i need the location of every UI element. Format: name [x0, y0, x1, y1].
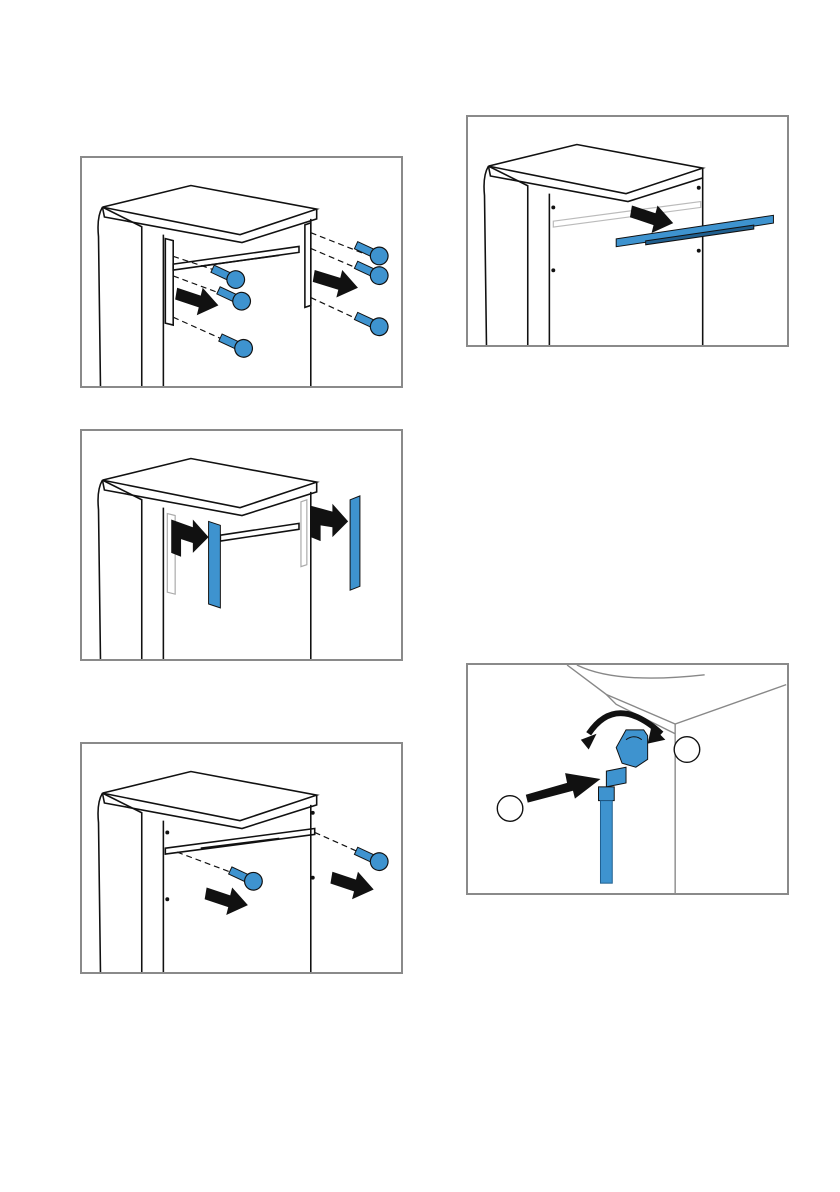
push-arrow-icon	[526, 773, 601, 802]
illustration-fasten-screws	[82, 744, 401, 972]
push-arrow-icon	[171, 504, 348, 557]
illustration-remove-screws	[82, 158, 401, 386]
push-arrow-icon	[205, 872, 374, 915]
callout-marker-1	[497, 796, 523, 822]
push-arrow-icon	[175, 270, 358, 315]
water-hose-icon	[599, 730, 648, 883]
figure-connect-water-hose	[466, 663, 789, 895]
figure-remove-cross-rail	[466, 115, 789, 347]
illustration-connect-hose	[468, 665, 787, 893]
push-arrow-icon	[630, 205, 673, 233]
figure-attach-side-brackets	[80, 429, 403, 661]
illustration-attach-brackets	[82, 431, 401, 659]
figure-remove-bracket-screws	[80, 156, 403, 388]
callout-marker-2	[674, 737, 700, 763]
figure-fasten-rail-screws	[80, 742, 403, 974]
illustration-remove-rail	[468, 117, 787, 345]
